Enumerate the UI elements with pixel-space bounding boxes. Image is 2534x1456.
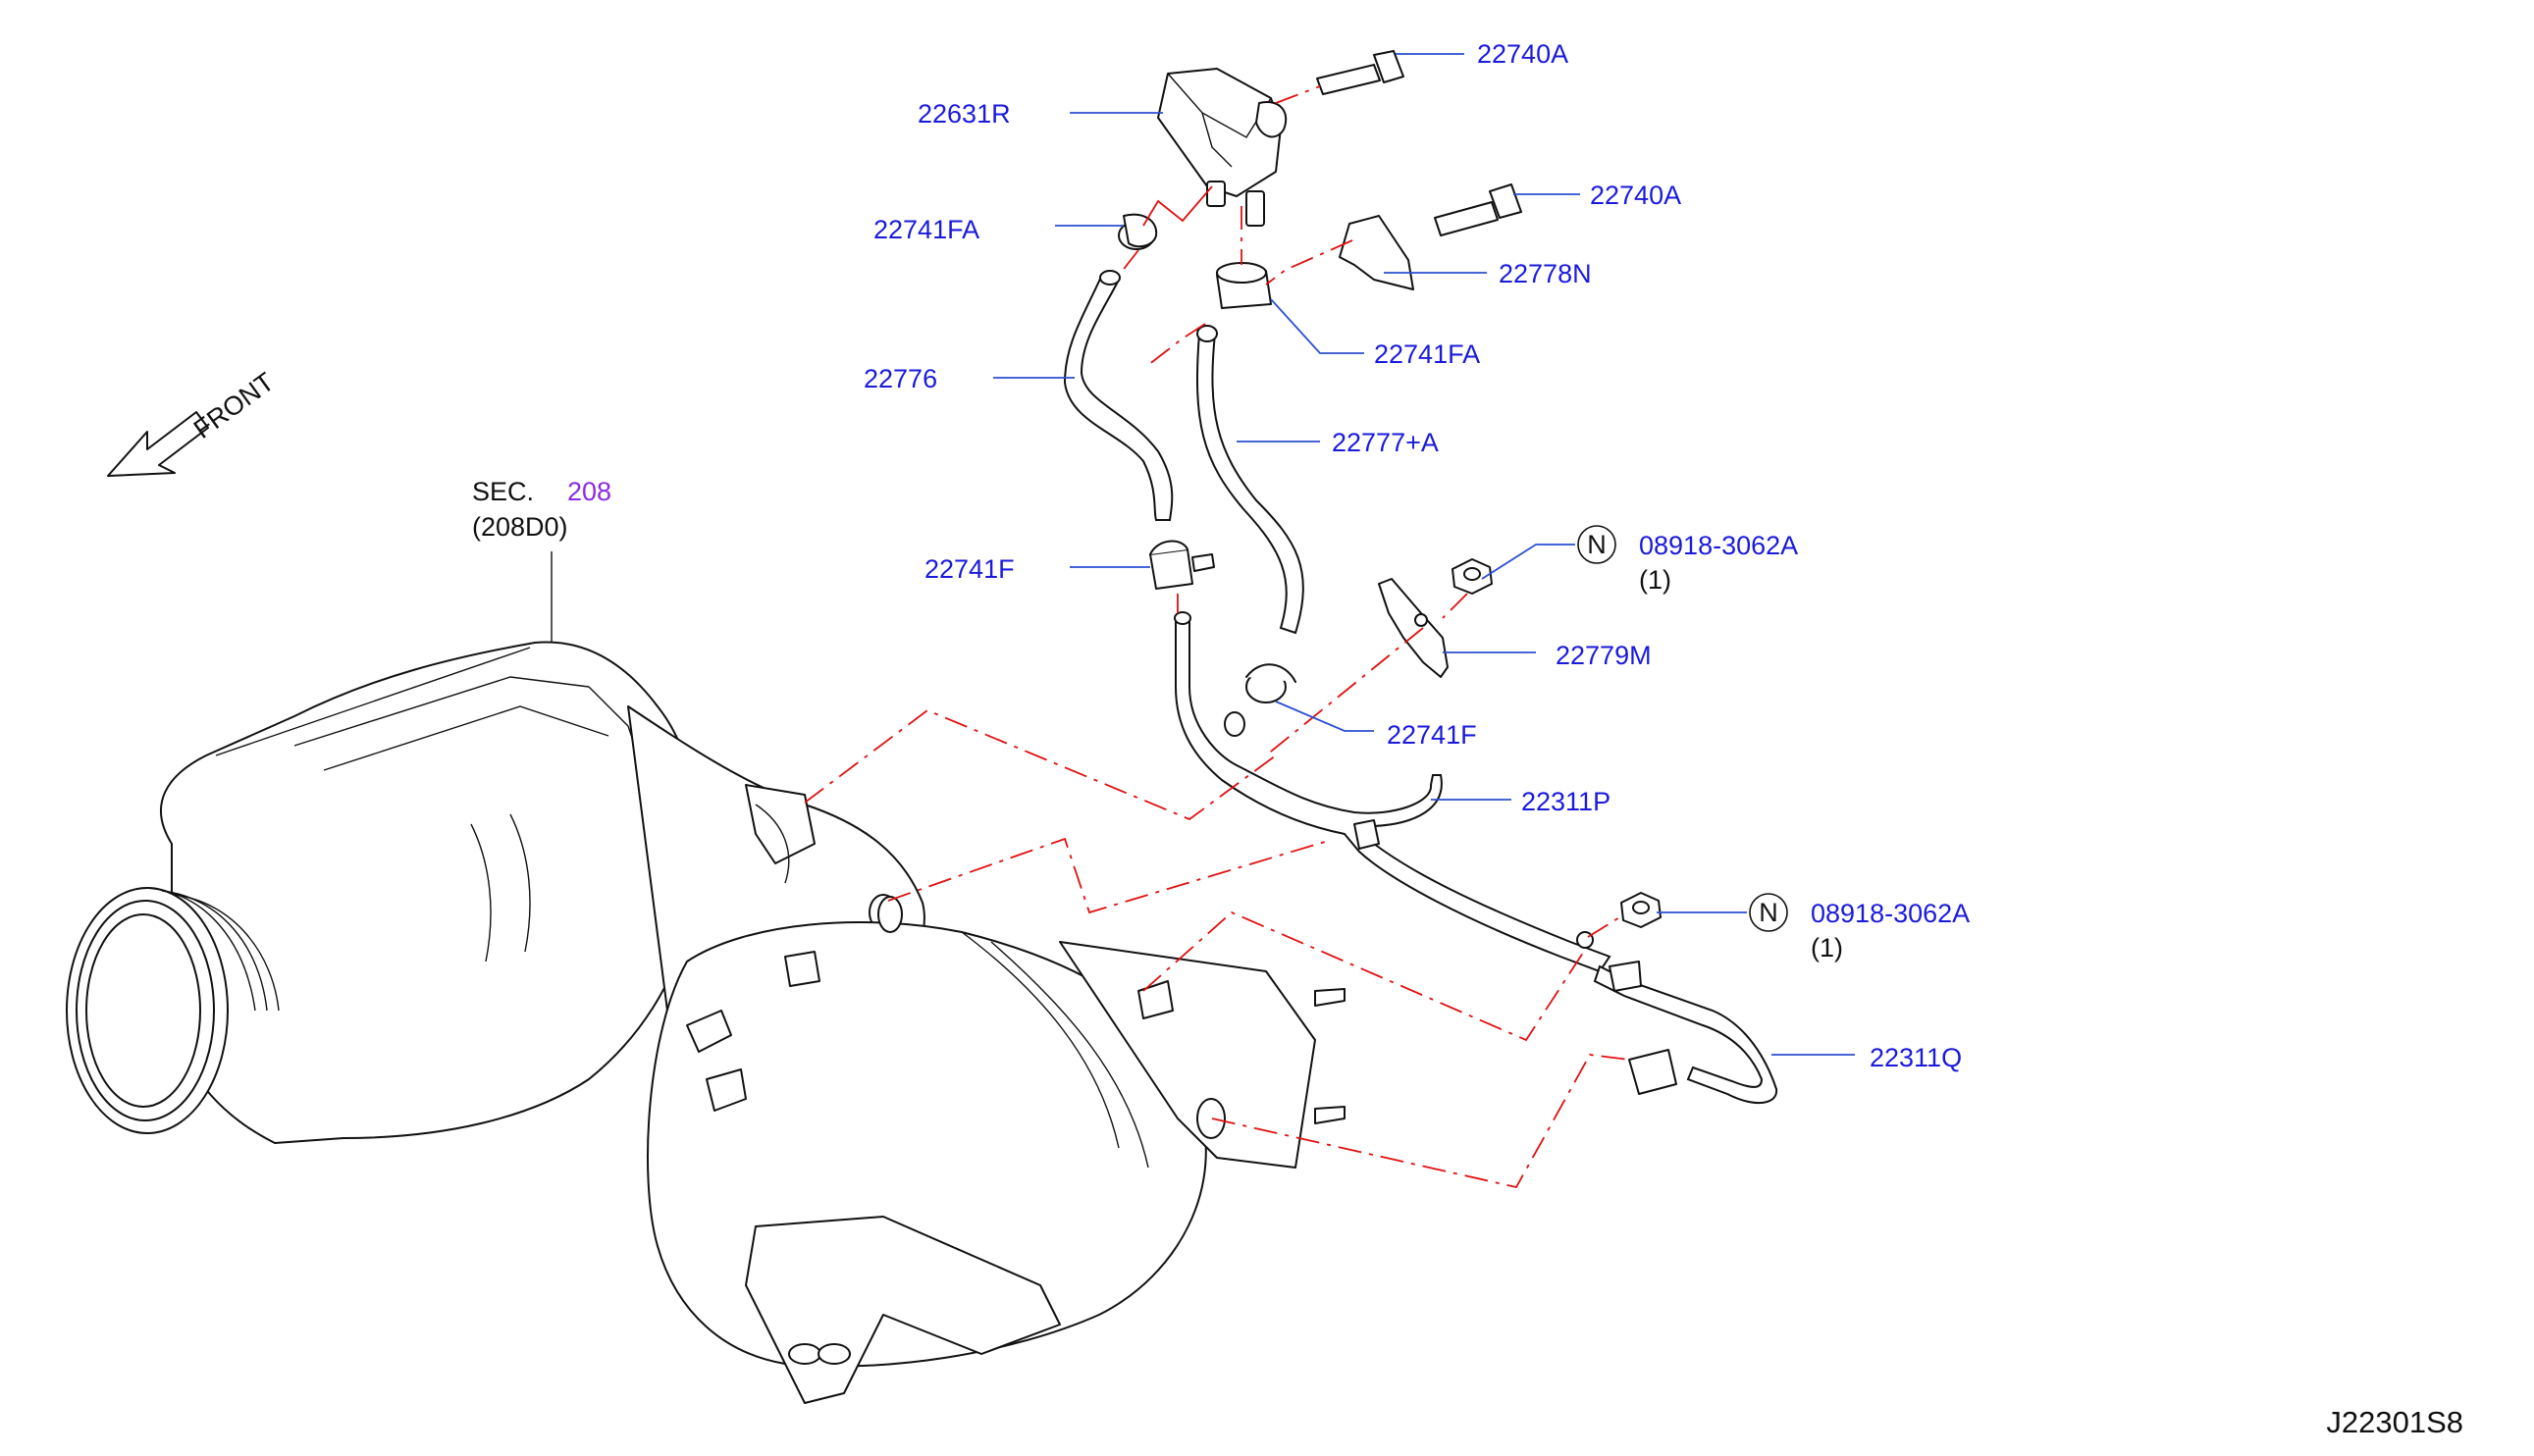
quantity-upper: (1): [1639, 565, 1671, 595]
hose-clamp-upper-right: [1216, 262, 1272, 309]
note-marker-upper: N: [1577, 525, 1616, 564]
pressure-tube-upper: [1174, 611, 1611, 973]
section-sub: (208D0): [472, 512, 568, 542]
label-08918-3062A-upper[interactable]: 08918-3062A: [1639, 531, 1798, 560]
hose-left: [1063, 270, 1174, 521]
hose-right: [1195, 325, 1304, 635]
label-22741F-left[interactable]: 22741F: [924, 554, 1015, 584]
svg-text:N: N: [1759, 898, 1778, 927]
leader-lines: [993, 53, 1855, 1056]
bolt-lower: [1434, 183, 1522, 236]
flange-nut-lower: [1620, 892, 1662, 928]
hose-clamp-upper-left: [1118, 213, 1158, 250]
guide-lines: [804, 85, 1630, 1189]
svg-text:N: N: [1587, 530, 1607, 559]
hose-clamp-lower-right: [1245, 663, 1296, 703]
label-22777A[interactable]: 22777+A: [1332, 428, 1439, 457]
note-marker-lower: N: [1749, 893, 1788, 932]
section-link-208[interactable]: 208: [567, 477, 611, 506]
label-22740A-lower[interactable]: 22740A: [1590, 181, 1681, 210]
label-22779M[interactable]: 22779M: [1556, 641, 1652, 670]
section-prefix: SEC.: [472, 477, 534, 506]
label-22778N[interactable]: 22778N: [1499, 259, 1592, 288]
label-22741FA-left[interactable]: 22741FA: [873, 215, 979, 244]
bolt-upper: [1316, 50, 1404, 95]
catalytic-converter-assembly: [66, 641, 1346, 1404]
label-22776[interactable]: 22776: [864, 364, 937, 393]
label-22741F-right[interactable]: 22741F: [1387, 720, 1477, 750]
label-08918-3062A-lower[interactable]: 08918-3062A: [1811, 899, 1970, 928]
tube-bracket: [1378, 578, 1449, 678]
diagram-id: J22301S8: [2326, 1405, 2463, 1439]
label-22631R[interactable]: 22631R: [918, 99, 1011, 129]
front-arrow-icon: [107, 411, 209, 477]
label-22311P[interactable]: 22311P: [1521, 787, 1610, 816]
pressure-tube-lower: [1576, 931, 1778, 1105]
label-22740A-upper[interactable]: 22740A: [1477, 39, 1568, 69]
front-label: FRONT: [188, 367, 280, 444]
hose-clamp-lower-left: [1149, 540, 1215, 590]
flange-nut-upper: [1452, 558, 1493, 595]
pressure-sensor: [1157, 68, 1288, 227]
quantity-lower: (1): [1811, 933, 1843, 962]
sensor-bracket: [1339, 215, 1414, 290]
label-22311Q[interactable]: 22311Q: [1870, 1043, 1962, 1072]
label-22741FA-right[interactable]: 22741FA: [1374, 339, 1480, 369]
